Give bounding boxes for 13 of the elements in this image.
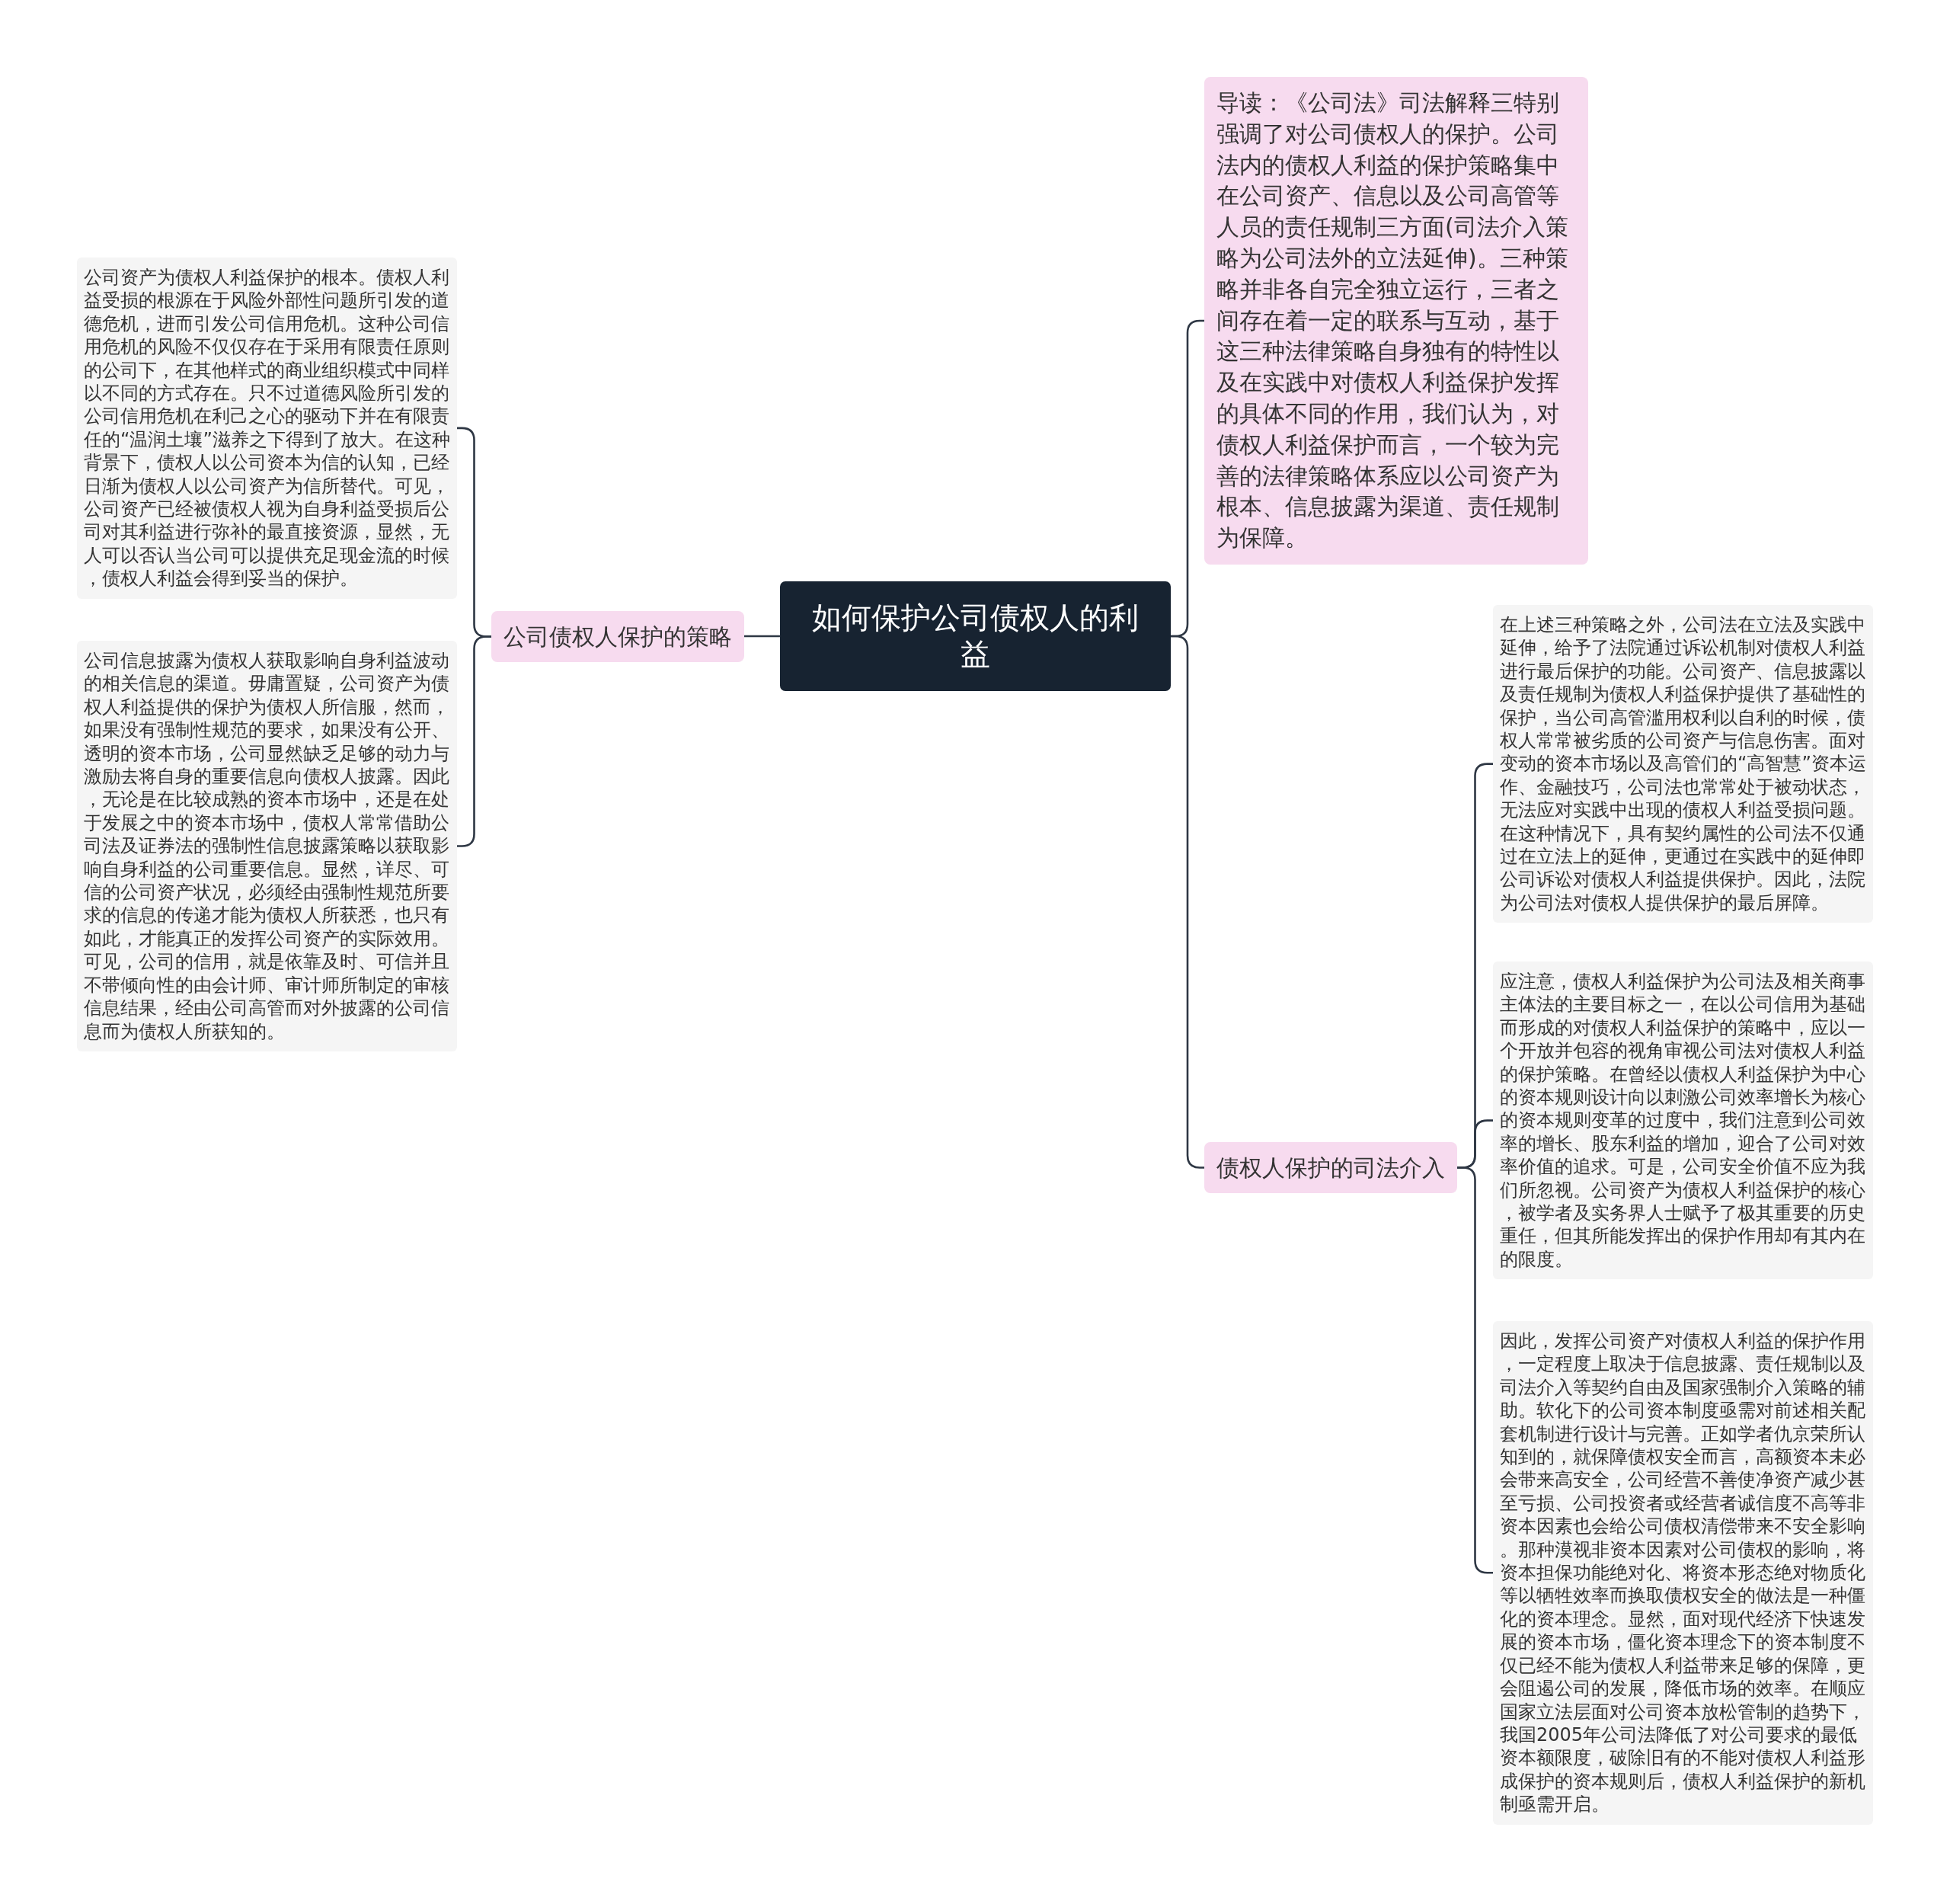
connector-line	[1169, 635, 1206, 1169]
note-card: 因此，发挥公司资产对债权人利益的保护作用，一定程度上取决于信息披露、责任规制以及司法介入等契约自由及国家强制介入策略的辅助。软化下的公司资本制度亟需对前述相关配套机制进行设计与完善。正如学者仇京荣所认知到的，就保障债权安全而言，高额资本未必会带来高安全，公司经营不善使净资产减少甚至亏损、公司投资者或经营者诚信度不高等非资本因素也会给公司债权清偿带来不安全影响。那种漠视非资本因素对公司债权的影响，将资本担保功能绝对化、将资本形态绝对物质化等以牺牲效率而换取债权安全的做法是一种僵化的资本理念。显然，面对现代经济下快速发展的资本市场，僵化资本理念下的资本制度不仅已经不能为债权人利益带来足够的保障，更会阻遏公司的发展，降低市场的效率。在顺应国家立法层面对公司资本放松管制的趋势下，我国2005年公司法降低了对公司要求的最低资本额限度，破除旧有的不能对债权人利益形成保护的资本规则后，债权人利益保护的新机制亟需开启。	[1493, 1321, 1873, 1825]
note-card: 公司信息披露为债权人获取影响自身利益波动的相关信息的渠道。毋庸置疑，公司资产为债权人利益提供的保护为债权人所信服，然而，如果没有强制性规范的要求，如果没有公开、透明的资本市场，公司显然缺乏足够的动力与激励去将自身的重要信息向债权人披露。因此，无论是在比较成熟的资本市场中，还是在处于发展之中的资本市场中，债权人常常借助公司法及证券法的强制性信息披露策略以获取影响自身利益的公司重要信息。显然，详尽、可信的公司资产状况，必须经由强制性规范所要求的信息的传递才能为债权人所获悉，也只有如此，才能真正的发挥公司资产的实际效用。可见，公司的信用，就是依靠及时、可信并且不带倾向性的由会计师、审计师所制定的审核信息结果，经由公司高管而对外披露的公司信息而为债权人所获知的。	[77, 641, 457, 1051]
note-card: 应注意，债权人利益保护为公司法及相关商事主体法的主要目标之一，在以公司信用为基础而形成的对债权人利益保护的策略中，应以一个开放并包容的视角审视公司法对债权人利益的保护策略。在曾经以债权人利益保护为中心的资本规则设计向以刺激公司效率增长为核心的资本规则变革的过度中，我们注意到公司效率的增长、股东利益的增加，迎合了公司对效率价值的追求。可是，公司安全价值不应为我们所忽视。公司资产为债权人利益保护的核心，被学者及实务界人士赋予了极其重要的历史重任，但其所能发挥出的保护作用却有其内在的限度。	[1493, 962, 1873, 1280]
note-card: 导读：《公司法》司法解释三特别强调了对公司债权人的保护。公司法内的债权人利益的保护策略集中在公司资产、信息以及公司高管等人员的责任规制三方面(司法介入策略为公司法外的立法延伸)。三种策略并非各自完全独立运行，三者之间存在着一定的联系与互动，基于这三种法律策略自身独有的特性以及在实践中对债权人利益保护发挥的具体不同的作用，我们认为，对债权人利益保护而言，一个较为完善的法律策略体系应以公司资产为根本、信息披露为渠道、责任规制为保障。	[1204, 77, 1588, 565]
connector-line	[743, 635, 782, 638]
note-card: 在上述三种策略之外，公司法在立法及实践中延伸，给予了法院通过诉讼机制对债权人利益进行最后保护的功能。公司资产、信息披露以及责任规制为债权人利益保护提供了基础性的保护，当公司高管滥用权利以自利的时候，债权人常常被劣质的公司资产与信息伤害。面对变动的资本市场以及高管们的“高智慧”资本运作、金融技巧，公司法也常常处于被动状态，无法应对实践中出现的债权人利益受损问题。在这种情况下，具有契约属性的公司法不仅通过在立法上的延伸，更通过在实践中的延伸即公司诉讼对债权人利益提供保护。因此，法院为公司法对债权人提供保护的最后屏障。	[1493, 605, 1873, 923]
topic-box: 如何保护公司债权人的利益	[780, 581, 1171, 691]
connector-line	[456, 635, 493, 847]
note-card: 公司资产为债权人利益保护的根本。债权人利益受损的根源在于风险外部性问题所引发的道德危机，进而引发公司信用危机。这种公司信用危机的风险不仅仅存在于采用有限责任原则的公司下，在其他样式的商业组织模式中同样以不同的方式存在。只不过道德风险所引发的公司信用危机在利己之心的驱动下并在有限责任的“温润土壤”滋养之下得到了放大。在这种背景下，债权人以公司资本为信的认知，已经日渐为债权人以公司资产为信所替代。可见，公司资产已经被债权人视为自身利益受损后公司对其利益进行弥补的最直接资源，显然，无人可以否认当公司可以提供充足现金流的时候，债权人利益会得到妥当的保护。	[77, 258, 457, 599]
connector-line	[1456, 1166, 1494, 1574]
branch-box: 债权人保护的司法介入	[1204, 1142, 1457, 1193]
branch-box: 公司债权人保护的策略	[491, 611, 744, 662]
